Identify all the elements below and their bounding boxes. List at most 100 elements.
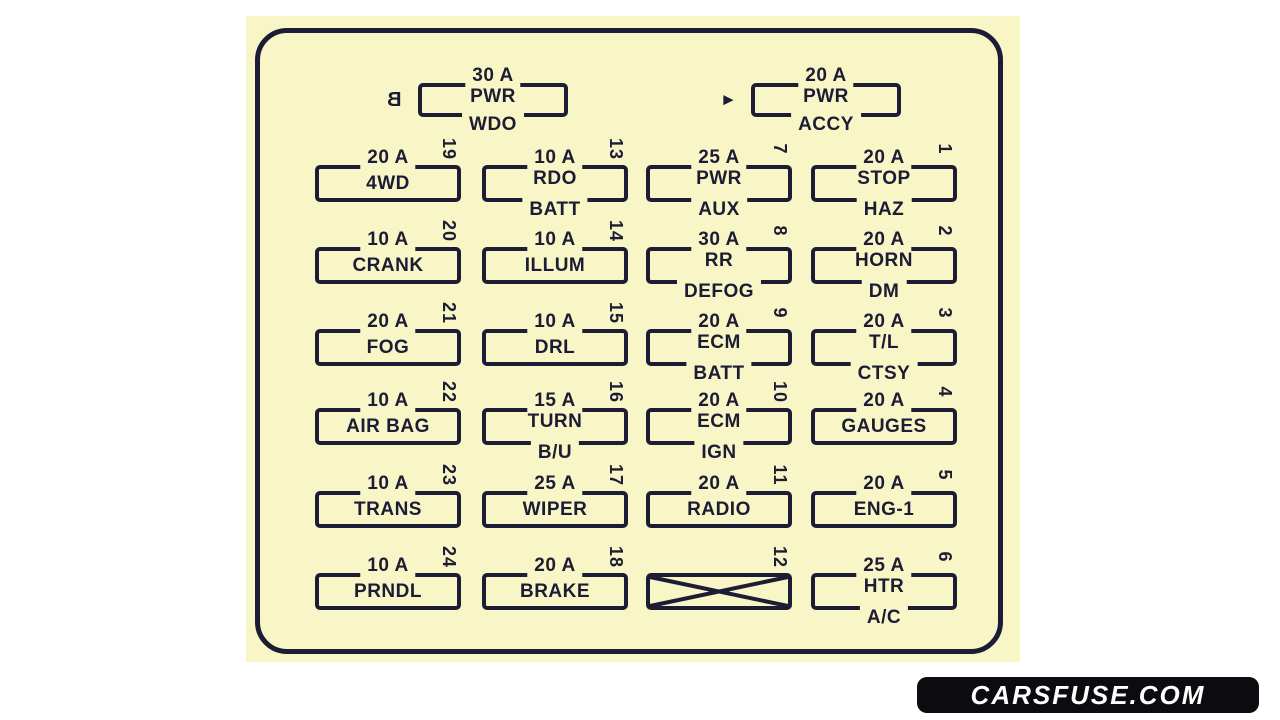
fuse-position-number: 12: [770, 545, 791, 569]
fuse-position-number: 10: [770, 380, 791, 404]
watermark-badge: CARSFUSE.COM: [917, 677, 1259, 713]
watermark-text: CARSFUSE.COM: [970, 679, 1206, 710]
fuse-amp-rating: 10 A: [527, 310, 583, 333]
fuse-label-line2: ACCY: [791, 113, 861, 136]
letter-b-marker: B: [387, 89, 402, 111]
fuse-amp-rating: 20 A: [856, 228, 912, 251]
arrow-right-icon: ►: [720, 90, 737, 109]
fuse-position-number: 6: [935, 551, 956, 563]
fuse-position-number: 9: [770, 307, 791, 319]
fuse-position-number: 16: [606, 380, 627, 404]
fuse-amp-rating: 20 A: [856, 310, 912, 333]
fuse-label-line2: BATT: [522, 198, 588, 221]
fuse-label-line1: FOG: [366, 336, 410, 358]
fuse-amp-rating: 20 A: [856, 146, 912, 169]
fuse-amp-rating: 10 A: [527, 228, 583, 251]
x-mark-icon: [649, 575, 789, 608]
fuse-label-line1: ECM: [697, 411, 741, 432]
fuse-label-line2: HAZ: [856, 198, 912, 221]
fuse-label-line1: GAUGES: [841, 415, 927, 437]
fuse-label-line1: AIR BAG: [346, 415, 430, 437]
fuse-amp-rating: 20 A: [360, 146, 416, 169]
fuse-amp-rating: 20 A: [856, 389, 912, 412]
fuse-label-line1: PWR: [470, 86, 516, 107]
fuse-label-line1: STOP: [857, 168, 911, 189]
fuse-label-line2: B/U: [530, 441, 580, 464]
fuse-amp-rating: 20 A: [691, 389, 747, 412]
fuse-amp-rating: 10 A: [360, 228, 416, 251]
fuse-label-line1: PWR: [803, 86, 849, 107]
fuse-label-line1: RADIO: [687, 498, 751, 520]
fuse-amp-rating: 20 A: [798, 64, 854, 87]
fuse-panel-border: [255, 28, 1003, 654]
fuse-amp-rating: 10 A: [527, 146, 583, 169]
fuse-label-line1: 4WD: [366, 172, 410, 194]
fuse-amp-rating: 25 A: [856, 554, 912, 577]
fuse-label-line1: HORN: [855, 250, 913, 271]
fuse-position-number: 2: [935, 225, 956, 237]
fuse-label-line1: RDO: [533, 168, 577, 189]
fuse-label-line1: TURN: [527, 411, 583, 432]
fuse-position-number: 1: [935, 143, 956, 155]
fuse-label-line2: AUX: [691, 198, 747, 221]
fuse-position-number: 3: [935, 307, 956, 319]
fuse-amp-rating: 20 A: [691, 472, 747, 495]
fuse-amp-rating: 20 A: [691, 310, 747, 333]
fuse-label-line1: TRANS: [354, 498, 422, 520]
fuse-position-number: 13: [606, 137, 627, 161]
fuse-label-line2: IGN: [694, 441, 744, 464]
fuse-label-line1: WIPER: [522, 498, 588, 520]
fuse-label-line1: ECM: [697, 332, 741, 353]
fuse-position-number: 8: [770, 225, 791, 237]
fuse-label-line1: ENG-1: [853, 498, 915, 520]
fuse-amp-rating: 10 A: [360, 554, 416, 577]
fuse-12: 12: [646, 546, 792, 610]
fuse-amp-rating: 30 A: [691, 228, 747, 251]
fuse-label-line1: PRNDL: [354, 580, 422, 602]
fuse-position-number: 7: [770, 143, 791, 155]
fuse-label-line2: DEFOG: [676, 280, 762, 303]
fuse-amp-rating: 20 A: [360, 310, 416, 333]
fuse-amp-rating: 20 A: [527, 554, 583, 577]
fuse-label-line1: DRL: [534, 336, 576, 358]
fuse-label-line1: CRANK: [352, 254, 424, 276]
fuse-amp-rating: 25 A: [527, 472, 583, 495]
fuse-label-line2: BATT: [686, 362, 752, 385]
fuse-label-line1: PWR: [696, 168, 742, 189]
fuse-amp-rating: 15 A: [527, 389, 583, 412]
fuse-amp-rating: 25 A: [691, 146, 747, 169]
fuse-label-line1: BRAKE: [519, 580, 591, 602]
fuse-outline: [646, 573, 792, 610]
fuse-label-line1: RR: [704, 250, 734, 271]
fuse-label-line1: HTR: [863, 576, 905, 597]
fuse-label-line1: T/L: [869, 332, 899, 353]
fuse-label-line2: DM: [861, 280, 907, 303]
fuse-label-line2: CTSY: [850, 362, 918, 385]
fuse-amp-rating: 10 A: [360, 389, 416, 412]
fuse-label-line2: WDO: [462, 113, 524, 136]
fuse-amp-rating: 30 A: [465, 64, 521, 87]
